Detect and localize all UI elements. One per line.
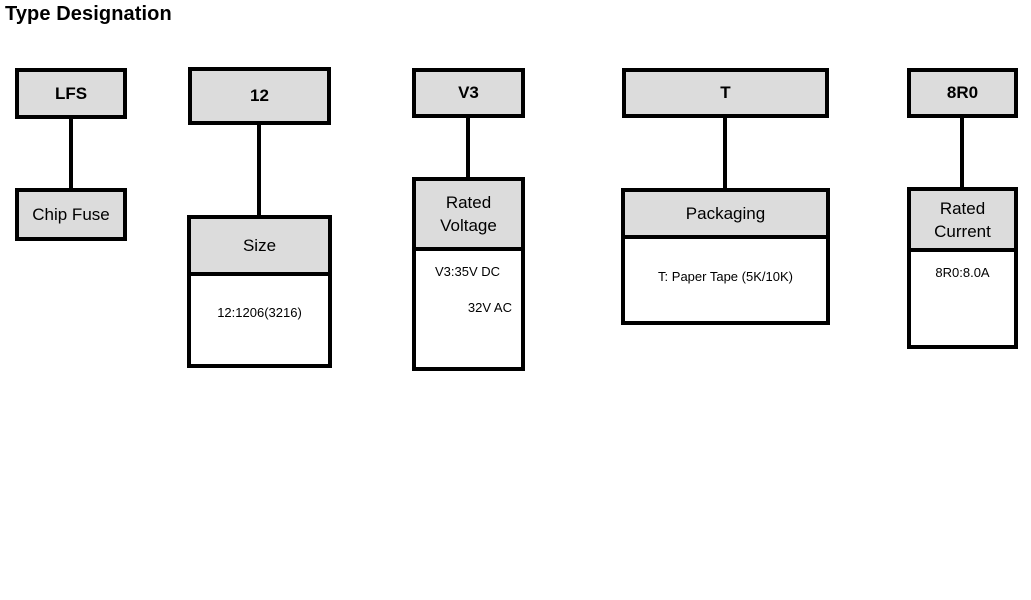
detail-line-size-0: 12:1206(3216) [217,305,302,320]
code-box-v3[interactable]: V3 [412,68,525,118]
connector-line-12 [257,124,261,217]
detail-title-line-2: Current [934,221,991,241]
detail-box-packaging[interactable]: Packaging T: Paper Tape (5K/10K) [621,188,830,325]
page-title: Type Designation [5,3,172,25]
detail-title-line-1: Rated [445,193,492,212]
detail-title-line-2: Voltage [440,216,497,235]
code-box-8r0[interactable]: 8R0 [907,68,1018,118]
connector-line-8r0 [960,117,964,189]
detail-box-rated-current[interactable]: Rated Current 8R0:8.0A [907,187,1018,349]
detail-box-chip-fuse[interactable]: Chip Fuse [15,188,127,241]
connector-line-lfs [69,118,73,189]
detail-title-line-1: Rated [939,198,986,218]
detail-box-size[interactable]: Size 12:1206(3216) [187,215,332,368]
detail-box-rated-voltage[interactable]: Rated Voltage V3:35V DC 32V AC [412,177,525,371]
detail-body-packaging: T: Paper Tape (5K/10K) [625,239,826,321]
detail-title-rated-voltage: Rated Voltage [416,181,521,251]
detail-title-chip-fuse: Chip Fuse [19,192,123,237]
code-box-t[interactable]: T [622,68,829,118]
detail-title-rated-current: Rated Current [911,191,1014,252]
code-box-12[interactable]: 12 [188,67,331,125]
detail-title-size: Size [191,219,328,276]
connector-line-t [723,117,727,190]
detail-title-packaging: Packaging [625,192,826,239]
detail-body-size: 12:1206(3216) [191,276,328,364]
detail-line-rated-voltage-0: V3:35V DC [434,264,501,279]
detail-line-rated-current-0: 8R0:8.0A [935,265,990,280]
code-box-lfs[interactable]: LFS [15,68,127,119]
detail-line-packaging-0: T: Paper Tape (5K/10K) [658,269,793,284]
detail-body-rated-current: 8R0:8.0A [911,252,1014,345]
connector-line-v3 [466,117,470,179]
detail-body-rated-voltage: V3:35V DC 32V AC [416,251,521,367]
detail-line-rated-voltage-1: 32V AC [467,300,512,315]
